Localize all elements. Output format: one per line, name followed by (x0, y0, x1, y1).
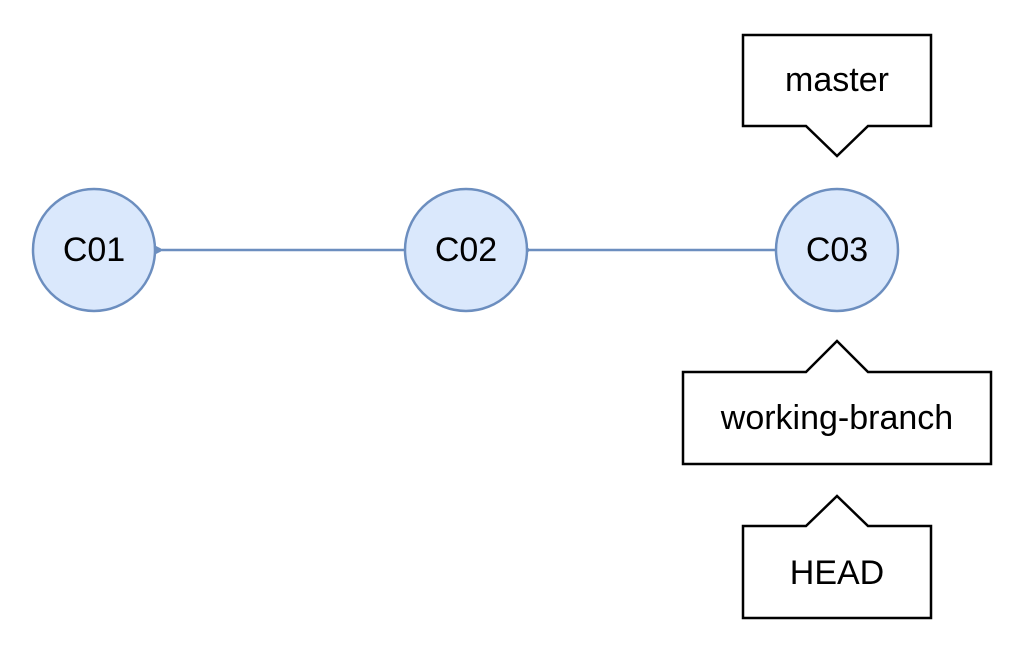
commit-node-c01[interactable]: C01 (31, 187, 157, 313)
ref-label: master (785, 61, 889, 99)
commit-circle (774, 187, 900, 313)
ref-label: working-branch (720, 399, 953, 437)
ref-head[interactable]: HEAD (741, 494, 933, 620)
commit-circle (403, 187, 529, 313)
callout-shape (741, 33, 933, 158)
commit-node-c03[interactable]: C03 (774, 187, 900, 313)
ref-working-branch[interactable]: working-branch (681, 339, 993, 466)
commit-label: C03 (806, 231, 868, 269)
callout-shape (681, 339, 993, 466)
commit-label: C02 (435, 231, 497, 269)
ref-label: HEAD (790, 554, 884, 592)
ref-master[interactable]: master (741, 33, 933, 158)
callout-shape (741, 494, 933, 620)
commit-node-c02[interactable]: C02 (403, 187, 529, 313)
commit-label: C01 (63, 231, 125, 269)
commit-circle (31, 187, 157, 313)
